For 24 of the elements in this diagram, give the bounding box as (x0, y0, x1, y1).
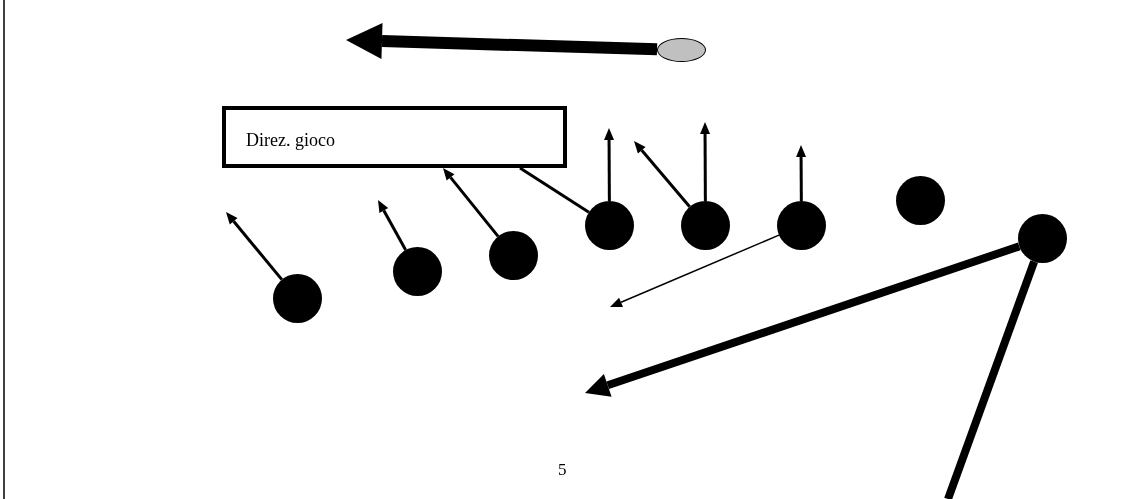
text-box (222, 106, 567, 168)
line (519, 166, 590, 214)
arrow (226, 212, 284, 281)
arrow (604, 128, 615, 201)
player-circle (896, 176, 945, 225)
player-circle (1018, 214, 1067, 263)
arrow (610, 234, 780, 307)
ball-ellipse (657, 38, 706, 62)
arrow (700, 122, 711, 201)
player-circle (273, 274, 322, 323)
player-circle (777, 201, 826, 250)
player-circle (393, 247, 442, 296)
arrow (443, 168, 500, 238)
player-circle (489, 231, 538, 280)
player-circle (681, 201, 730, 250)
line (944, 260, 1038, 499)
player-circle (585, 201, 634, 250)
arrow (634, 141, 691, 208)
arrow (346, 23, 658, 60)
arrow (796, 145, 807, 201)
page-number: 5 (558, 460, 567, 480)
arrow (378, 200, 407, 251)
arrow (585, 242, 1021, 397)
box-label: Direz. gioco (246, 130, 335, 151)
